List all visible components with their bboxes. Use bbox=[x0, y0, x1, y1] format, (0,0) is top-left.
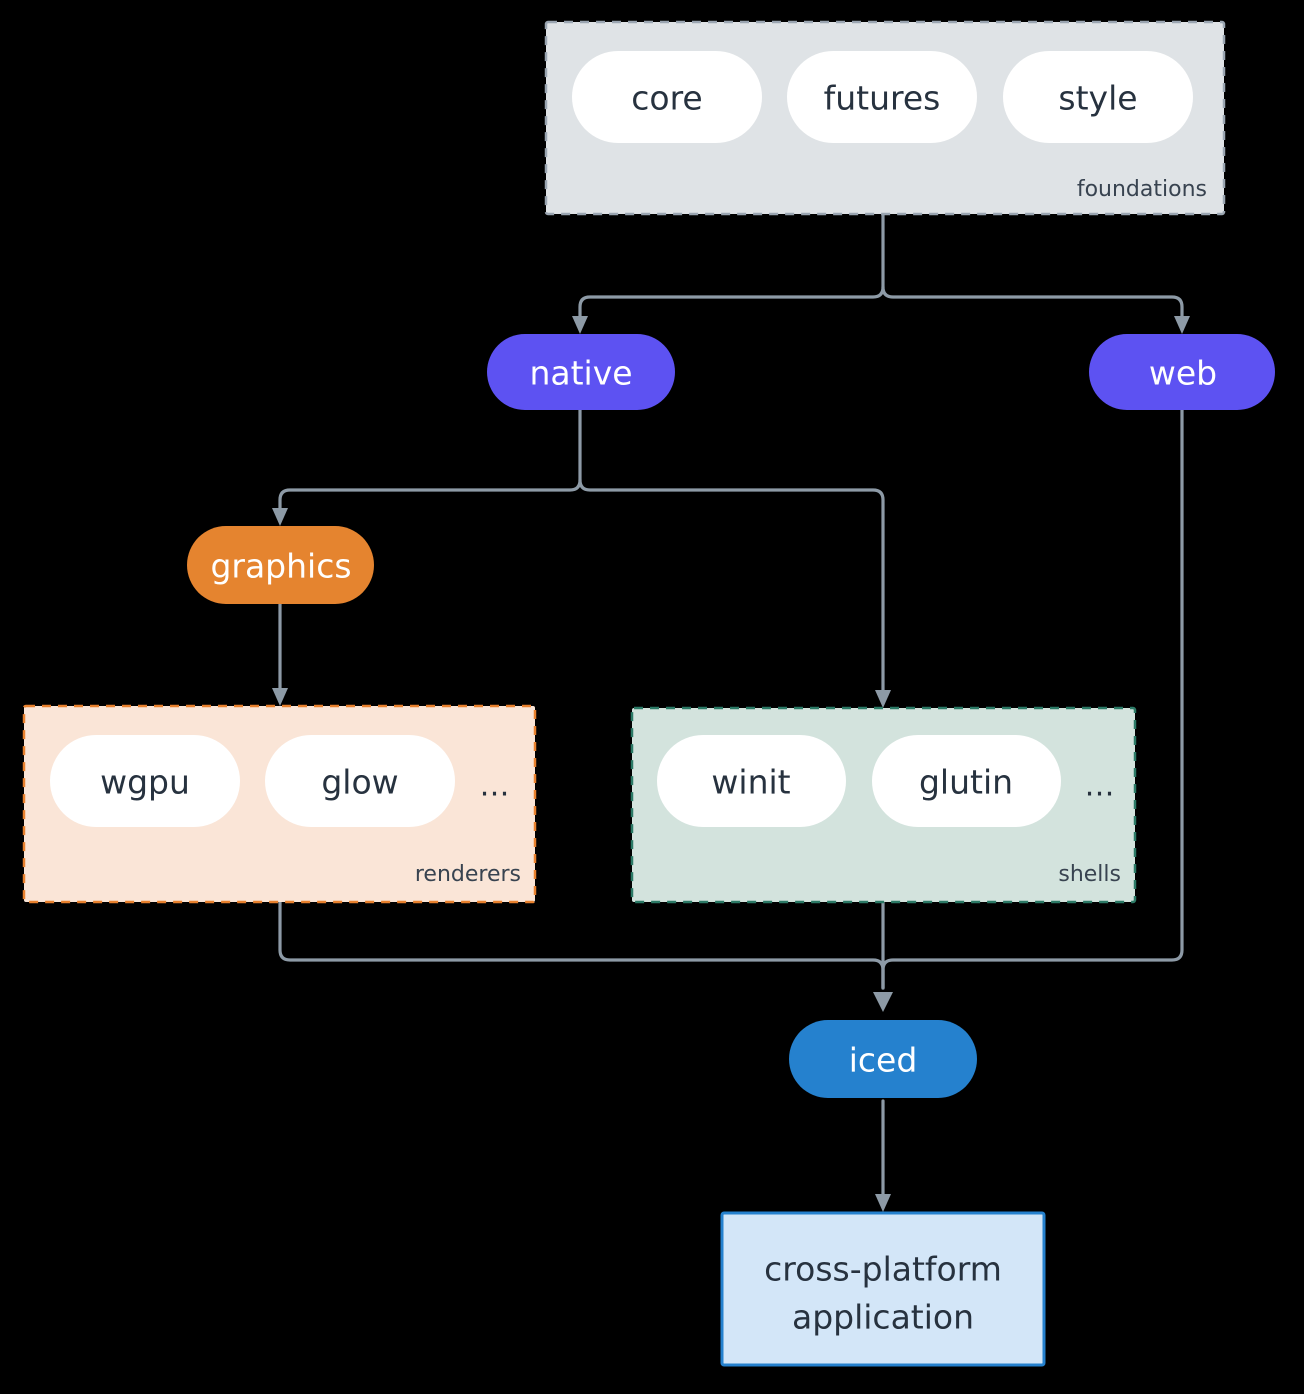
node-native-shape[interactable] bbox=[487, 334, 675, 410]
node-graphics[interactable]: graphics bbox=[187, 526, 374, 604]
edge-foundations-to-native-web bbox=[578, 212, 885, 320]
node-application-shape[interactable] bbox=[720, 1211, 1046, 1367]
arrow-head-iced bbox=[873, 992, 893, 1012]
node-application[interactable]: cross-platform application bbox=[720, 1211, 1046, 1367]
arrow-head-renderers bbox=[272, 688, 288, 706]
edge-foundations-to-web bbox=[881, 285, 1184, 320]
node-style-shape[interactable] bbox=[1003, 51, 1193, 143]
edge-layer bbox=[272, 212, 1190, 1212]
edge-native-to-graphics bbox=[278, 408, 582, 512]
cluster-renderers-label: renderers bbox=[415, 862, 521, 887]
node-wgpu-shape[interactable] bbox=[50, 735, 240, 827]
node-style-label: style bbox=[1058, 79, 1137, 118]
node-graphics-shape[interactable] bbox=[187, 526, 374, 604]
node-web[interactable]: web bbox=[1089, 334, 1275, 410]
node-native[interactable]: native bbox=[487, 334, 675, 410]
arrow-head-shells bbox=[875, 690, 891, 708]
cluster-shells-label: shells bbox=[1058, 862, 1121, 887]
edge-web-to-iced bbox=[881, 408, 1184, 990]
node-glow-label: glow bbox=[321, 763, 398, 802]
node-winit-label: winit bbox=[711, 763, 790, 802]
edge-renderers-to-iced bbox=[278, 900, 885, 990]
node-iced-shape[interactable] bbox=[789, 1020, 977, 1098]
renderers-ellipsis-label: … bbox=[480, 769, 511, 804]
node-core-label: core bbox=[631, 79, 702, 118]
shells-ellipsis-label: … bbox=[1085, 769, 1116, 804]
node-futures-shape[interactable] bbox=[787, 51, 977, 143]
node-application-label-line1: cross-platform bbox=[764, 1250, 1002, 1289]
node-iced[interactable]: iced bbox=[789, 1020, 977, 1098]
node-graphics-label: graphics bbox=[210, 547, 351, 586]
arrow-head-web bbox=[1174, 316, 1190, 334]
node-core-shape[interactable] bbox=[572, 51, 762, 143]
cluster-foundations-label: foundations bbox=[1077, 177, 1207, 202]
node-glutin-shape[interactable] bbox=[872, 735, 1061, 827]
node-application-label-line2: application bbox=[792, 1298, 974, 1337]
node-web-label: web bbox=[1149, 354, 1217, 393]
arrow-head-application bbox=[875, 1194, 891, 1212]
node-iced-label: iced bbox=[849, 1041, 918, 1080]
edge-native-to-shells bbox=[578, 478, 885, 694]
node-futures-label: futures bbox=[824, 79, 941, 118]
cluster-shells: shells winit glutin … bbox=[630, 706, 1137, 904]
node-wgpu-label: wgpu bbox=[100, 763, 190, 802]
node-glutin-label: glutin bbox=[919, 763, 1013, 802]
arrow-head-graphics bbox=[272, 508, 288, 526]
node-native-label: native bbox=[529, 354, 632, 393]
arrow-head-native bbox=[572, 316, 588, 334]
node-winit-shape[interactable] bbox=[657, 735, 846, 827]
node-glow-shape[interactable] bbox=[265, 735, 455, 827]
cluster-renderers: renderers wgpu glow … bbox=[22, 704, 537, 904]
node-web-shape[interactable] bbox=[1089, 334, 1275, 410]
cluster-foundations: foundations core futures style bbox=[544, 20, 1226, 216]
